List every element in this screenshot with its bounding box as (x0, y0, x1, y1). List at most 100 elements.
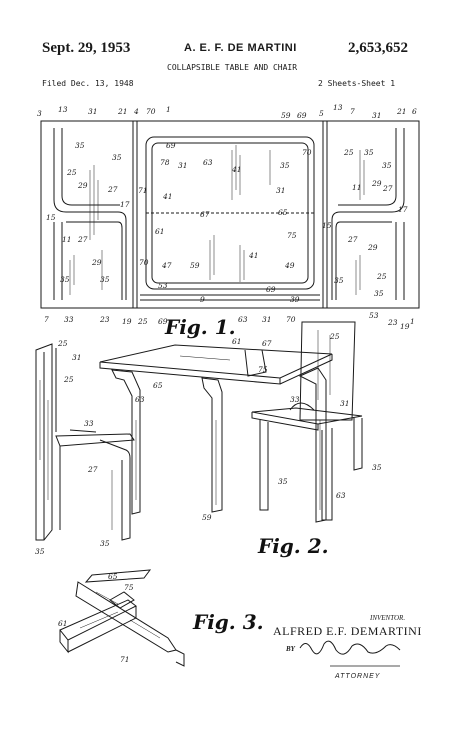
by-label: BY (286, 645, 295, 653)
label-70c: 70 (139, 258, 149, 267)
label-65b: 65 (153, 381, 163, 390)
fig3-labels: 65 75 61 71 (58, 572, 134, 664)
label-11b: 11 (352, 183, 362, 192)
label-31b: 31 (372, 111, 382, 120)
label-41c: 41 (248, 251, 259, 260)
fig1-labels: 3 13 31 21 4 70 1 59 69 5 13 7 31 21 6 3… (37, 103, 417, 331)
label-35g: 35 (382, 161, 392, 170)
label-25d: 25 (376, 272, 387, 281)
label-25f: 25 (63, 375, 74, 384)
patent-title: COLLAPSIBLE TABLE AND CHAIR (167, 63, 298, 72)
label-47: 47 (161, 261, 172, 270)
label-25: 25 (66, 168, 77, 177)
label-70d: 70 (286, 315, 296, 324)
label-35h: 35 (334, 276, 344, 285)
fig2-table (99, 344, 333, 523)
label-78: 78 (160, 158, 170, 167)
fig1-caption: Fig. 1. (164, 315, 236, 339)
label-70b: 70 (302, 148, 312, 157)
label-31e: 31 (262, 315, 272, 324)
fig3-drawing (59, 569, 185, 667)
label-75c: 75 (124, 583, 134, 592)
label-61c: 61 (58, 619, 68, 628)
label-67b: 67 (262, 339, 272, 348)
fig1-left-seat-edge (66, 221, 123, 300)
label-27c: 27 (382, 184, 393, 193)
label-63d: 63 (336, 491, 346, 500)
label-9: 9 (200, 295, 205, 304)
label-25g: 25 (329, 332, 340, 341)
label-17b: 17 (398, 205, 408, 214)
fig2-right-chair (251, 321, 363, 521)
fig1-outer-panel (40, 120, 420, 309)
filed-date: Filed Dec. 13, 1948 (42, 79, 134, 88)
label-29b: 29 (91, 258, 102, 267)
label-69b: 69 (158, 317, 168, 326)
label-69d: 69 (266, 285, 276, 294)
label-59: 59 (281, 111, 291, 120)
label-75b: 75 (258, 365, 268, 374)
label-63c: 63 (135, 395, 145, 404)
fig1-left-chair-legs (53, 222, 63, 300)
label-35c: 35 (60, 275, 70, 284)
fig2-drawing (35, 321, 363, 541)
attorney-signature (299, 640, 401, 655)
label-33b: 33 (84, 419, 94, 428)
fig1-right-seat-edge (335, 221, 392, 300)
label-53b: 53 (369, 311, 379, 320)
label-75: 75 (287, 231, 297, 240)
fig3-caption: Fig. 3. (192, 610, 264, 634)
label-15b: 15 (322, 221, 332, 230)
label-6: 6 (412, 107, 417, 116)
label-35f: 35 (364, 148, 374, 157)
label-70: 70 (146, 107, 156, 116)
fig1-right-chair-legs (395, 222, 405, 300)
label-25b: 25 (137, 317, 148, 326)
label-21b: 21 (396, 107, 407, 116)
inventor-header: A. E. F. DE MARTINI (184, 42, 297, 54)
label-23b: 23 (387, 318, 398, 327)
label-11: 11 (62, 235, 72, 244)
label-29c: 29 (371, 179, 382, 188)
label-21: 21 (117, 107, 128, 116)
label-59b: 59 (190, 261, 200, 270)
fig1-left-chair-outline (53, 128, 127, 300)
patent-date: Sept. 29, 1953 (42, 40, 131, 56)
label-33: 33 (64, 315, 74, 324)
sheet-info: 2 Sheets-Sheet 1 (318, 79, 396, 88)
label-1: 1 (166, 105, 171, 114)
label-35e: 35 (280, 161, 290, 170)
label-31: 31 (88, 107, 98, 116)
label-35j: 35 (35, 547, 45, 556)
label-29: 29 (77, 181, 88, 190)
label-35: 35 (75, 141, 85, 150)
fig1-left-chair-inner (61, 128, 120, 206)
label-61: 61 (155, 227, 165, 236)
label-63b: 63 (238, 315, 248, 324)
label-35l: 35 (278, 477, 288, 486)
label-27: 27 (107, 185, 118, 194)
label-69c: 69 (166, 141, 176, 150)
fig2-left-chair (35, 343, 135, 541)
label-69: 69 (297, 111, 307, 120)
label-7: 7 (350, 107, 355, 116)
fig1-wood-grain (69, 145, 365, 295)
label-71b: 71 (120, 655, 130, 664)
label-3: 3 (37, 109, 42, 118)
label-39: 39 (290, 295, 300, 304)
label-27d: 27 (347, 235, 358, 244)
label-17: 17 (120, 200, 130, 209)
label-31g: 31 (340, 399, 350, 408)
label-13b: 13 (333, 103, 343, 112)
label-59c: 59 (202, 513, 212, 522)
label-53: 53 (158, 281, 168, 290)
label-27e: 27 (87, 465, 98, 474)
label-31d: 31 (276, 186, 286, 195)
fig1-right-chair-inner (338, 128, 397, 206)
label-67: 67 (200, 210, 210, 219)
label-35b: 35 (112, 153, 122, 162)
label-49: 49 (284, 261, 295, 270)
label-33c: 33 (290, 395, 300, 404)
label-25e: 25 (57, 339, 68, 348)
